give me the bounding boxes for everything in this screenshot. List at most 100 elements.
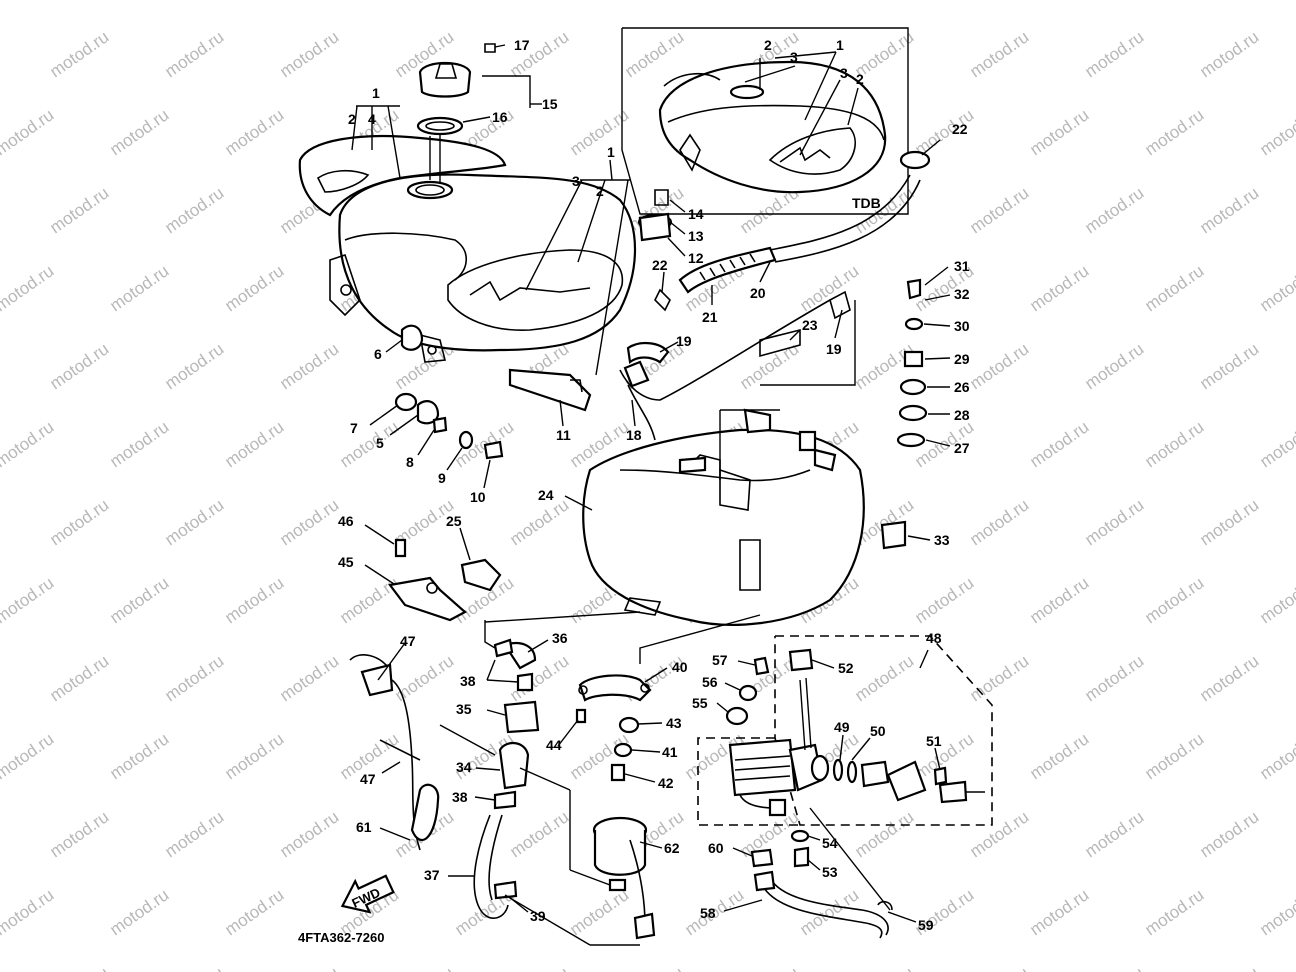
watermark-text: motod.ru xyxy=(1081,183,1147,237)
watermark-text: motod.ru xyxy=(0,573,57,627)
callout-3: 3 xyxy=(840,65,848,81)
watermark-text: motod.ru xyxy=(966,807,1032,861)
callout-36: 36 xyxy=(552,630,568,646)
watermark-text: motod.ru xyxy=(566,885,632,939)
watermark-text: motod.ru xyxy=(1141,261,1207,315)
callout-41: 41 xyxy=(662,744,678,760)
watermark-text: motod.ru xyxy=(1256,729,1296,783)
callout-44: 44 xyxy=(546,737,562,753)
callout-28: 28 xyxy=(954,407,970,423)
watermark-text: motod.ru xyxy=(1081,651,1147,705)
watermark-text: motod.ru xyxy=(506,27,572,81)
watermark-text: motod.ru xyxy=(106,729,172,783)
watermark-text: motod.ru xyxy=(1026,885,1092,939)
watermark-text: motod.ru xyxy=(506,963,572,972)
fuel-line-parts xyxy=(349,638,656,946)
callout-24: 24 xyxy=(538,487,554,503)
callout-55: 55 xyxy=(692,695,708,711)
watermark-text: motod.ru xyxy=(106,885,172,939)
callout-15: 15 xyxy=(542,96,558,112)
callout-34: 34 xyxy=(456,759,472,775)
callout-27: 27 xyxy=(954,440,970,456)
watermark-text: motod.ru xyxy=(391,651,457,705)
callout-25: 25 xyxy=(446,513,462,529)
watermark-text: motod.ru xyxy=(0,0,57,3)
right-stack-parts xyxy=(896,278,928,448)
watermark-text: motod.ru xyxy=(1256,573,1296,627)
watermark-text: motod.ru xyxy=(221,0,287,3)
watermark-text: motod.ru xyxy=(1256,105,1296,159)
watermark-text: motod.ru xyxy=(221,417,287,471)
watermark-text: motod.ru xyxy=(221,261,287,315)
watermark-text: motod.ru xyxy=(276,339,342,393)
watermark-text: motod.ru xyxy=(106,573,172,627)
callout-20: 20 xyxy=(750,285,766,301)
callout-39: 39 xyxy=(530,908,546,924)
callout-53: 53 xyxy=(822,864,838,880)
watermark-text: motod.ru xyxy=(796,0,862,3)
watermark-text: motod.ru xyxy=(276,495,342,549)
callout-32: 32 xyxy=(954,286,970,302)
watermark-text: motod.ru xyxy=(0,105,57,159)
watermark-text: motod.ru xyxy=(1081,27,1147,81)
watermark-text: motod.ru xyxy=(106,0,172,3)
watermark-text: motod.ru xyxy=(106,261,172,315)
callout-43: 43 xyxy=(666,715,682,731)
watermark-text: motod.ru xyxy=(161,963,227,972)
callout-38: 38 xyxy=(460,673,476,689)
callout-59: 59 xyxy=(918,917,934,933)
watermark-text: motod.ru xyxy=(1081,807,1147,861)
main-fuel-tank xyxy=(298,134,637,363)
watermark-text: motod.ru xyxy=(161,651,227,705)
watermark-text: motod.ru xyxy=(161,807,227,861)
watermark-text: motod.ru xyxy=(1081,495,1147,549)
callout-13: 13 xyxy=(688,228,704,244)
watermark-text: motod.ru xyxy=(1196,495,1262,549)
callout-labels: 17 15 16 1 2 4 1 3 2 14 13 12 22 21 20 6… xyxy=(338,37,970,933)
callout-58: 58 xyxy=(700,905,716,921)
callout-56: 56 xyxy=(702,674,718,690)
callout-10: 10 xyxy=(470,489,486,505)
watermark-text: motod.ru xyxy=(1141,729,1207,783)
watermark-text: motod.ru xyxy=(276,27,342,81)
watermark-text: motod.ru xyxy=(1141,105,1207,159)
callout-11: 11 xyxy=(556,427,571,443)
watermark-text: motod.ru xyxy=(1026,0,1092,3)
watermark-text: motod.ru xyxy=(276,963,342,972)
callout-31: 31 xyxy=(954,258,970,274)
callout-47: 47 xyxy=(400,633,416,649)
watermark-text: motod.ru xyxy=(1196,339,1262,393)
watermark-text: motod.ru xyxy=(1081,963,1147,972)
callout-23: 23 xyxy=(802,317,818,333)
callout-26: 26 xyxy=(954,379,970,395)
watermark-text: motod.ru xyxy=(911,0,977,3)
callout-2: 2 xyxy=(596,183,604,199)
watermark-text: motod.ru xyxy=(46,807,112,861)
callout-33: 33 xyxy=(934,532,950,548)
callout-2: 2 xyxy=(764,37,772,53)
callout-40: 40 xyxy=(672,659,688,675)
watermark-text: motod.ru xyxy=(1141,885,1207,939)
watermark-text: motod.ru xyxy=(1141,417,1207,471)
watermark-text: motod.ru xyxy=(1196,27,1262,81)
watermark-text: motod.ru xyxy=(966,183,1032,237)
tdb-inset: TDB xyxy=(621,27,909,215)
watermark-text: motod.ru xyxy=(336,417,402,471)
callout-14: 14 xyxy=(688,206,704,222)
watermark-text: motod.ru xyxy=(161,495,227,549)
callout-16: 16 xyxy=(492,109,508,125)
watermark-text: motod.ru xyxy=(1026,261,1092,315)
inset-tdb-label: TDB xyxy=(852,195,881,211)
watermark-text: motod.ru xyxy=(1081,339,1147,393)
callout-2: 2 xyxy=(856,71,864,87)
callout-2: 2 xyxy=(348,111,356,127)
callout-35: 35 xyxy=(456,701,472,717)
watermark-text: motod.ru xyxy=(1196,963,1262,972)
watermark-text: motod.ru xyxy=(161,339,227,393)
callout-51: 51 xyxy=(926,733,942,749)
watermark-text: motod.ru xyxy=(451,0,517,3)
callout-19: 19 xyxy=(676,333,692,349)
callout-1: 1 xyxy=(836,37,844,53)
watermark-text: motod.ru xyxy=(621,27,687,81)
watermark-text: motod.ru xyxy=(46,339,112,393)
